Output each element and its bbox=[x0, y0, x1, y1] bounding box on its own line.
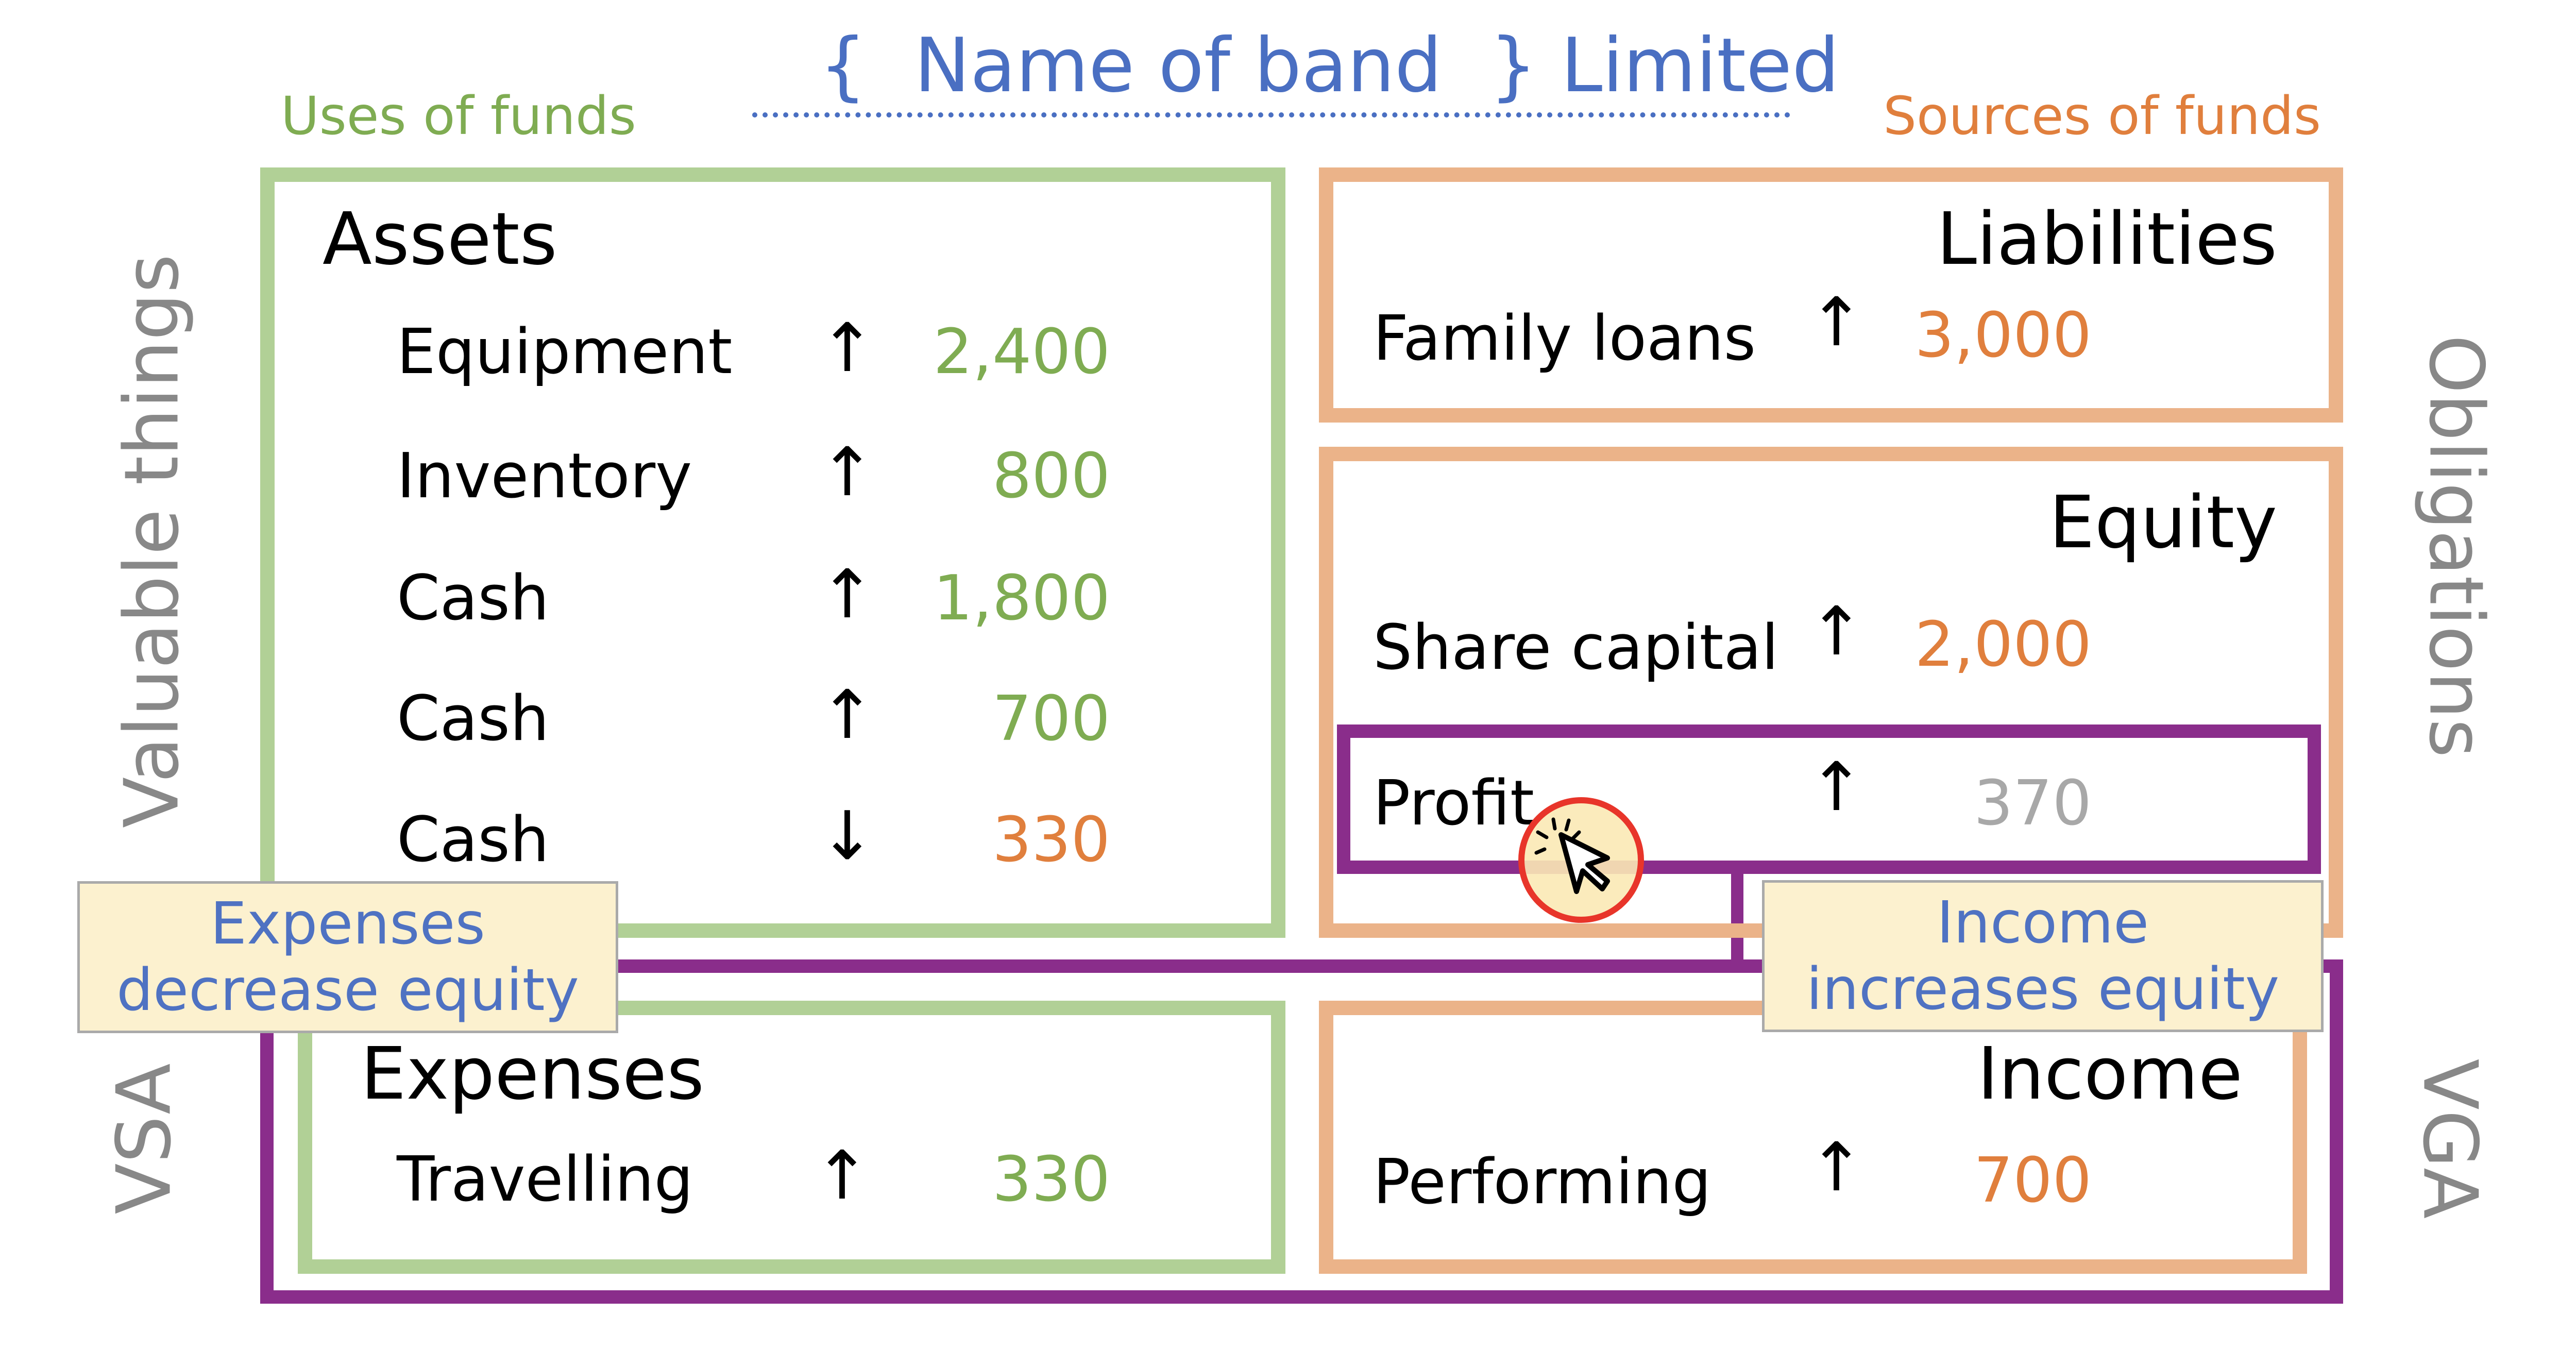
asset-value: 800 bbox=[992, 441, 1110, 512]
note-line: decrease equity bbox=[116, 956, 579, 1024]
expenses-heading: Expenses bbox=[361, 1032, 705, 1116]
up-arrow-icon: ↑ bbox=[819, 555, 875, 633]
title-band-name: Name of band bbox=[914, 22, 1443, 109]
up-arrow-icon: ↑ bbox=[814, 1136, 870, 1215]
liability-label: Family loans bbox=[1373, 303, 1756, 375]
expenses-decrease-equity-note: Expenses decrease equity bbox=[77, 881, 618, 1033]
title-open-brace: { bbox=[819, 22, 867, 109]
up-arrow-icon: ↑ bbox=[819, 309, 875, 387]
up-arrow-icon: ↑ bbox=[1808, 592, 1865, 670]
up-arrow-icon: ↑ bbox=[1808, 1128, 1865, 1206]
asset-label: Cash bbox=[397, 563, 549, 634]
note-line: Income bbox=[1936, 889, 2149, 956]
liabilities-heading: Liabilities bbox=[1936, 197, 2277, 281]
note-line: Expenses bbox=[210, 890, 485, 957]
up-arrow-icon: ↑ bbox=[819, 433, 875, 511]
cursor-arrow-icon bbox=[1534, 817, 1610, 894]
asset-value: 330 bbox=[992, 804, 1110, 876]
up-arrow-icon: ↑ bbox=[1808, 283, 1865, 361]
asset-value: 2,400 bbox=[933, 316, 1110, 388]
equity-heading: Equity bbox=[2049, 481, 2277, 565]
income-value: 700 bbox=[1973, 1145, 2092, 1217]
expense-value: 330 bbox=[992, 1144, 1110, 1216]
asset-value: 700 bbox=[992, 683, 1110, 755]
uses-of-funds-label: Uses of funds bbox=[281, 86, 636, 147]
vga-label: VGA bbox=[2406, 1058, 2494, 1219]
income-heading: Income bbox=[1977, 1032, 2243, 1116]
income-increases-equity-note: Income increases equity bbox=[1762, 880, 2324, 1032]
asset-label: Cash bbox=[397, 683, 549, 755]
profit-label: Profit bbox=[1373, 768, 1535, 839]
expense-label: Travelling bbox=[397, 1144, 693, 1216]
profit-value: 370 bbox=[1973, 768, 2092, 839]
equity-label: Share capital bbox=[1373, 612, 1779, 684]
note-line: increases equity bbox=[1806, 955, 2280, 1023]
obligations-label: Obligations bbox=[2412, 334, 2500, 758]
asset-label: Inventory bbox=[397, 441, 692, 512]
page-title: { Name of band } Limited bbox=[819, 28, 1839, 103]
title-underline bbox=[752, 112, 1790, 117]
asset-label: Equipment bbox=[397, 316, 733, 388]
liabilities-box bbox=[1319, 167, 2343, 423]
down-arrow-icon: ↓ bbox=[819, 797, 875, 875]
up-arrow-icon: ↑ bbox=[819, 676, 875, 754]
income-label: Performing bbox=[1373, 1147, 1711, 1218]
profit-box bbox=[1337, 724, 2321, 874]
equity-value: 2,000 bbox=[1914, 609, 2092, 681]
asset-label: Cash bbox=[397, 804, 549, 876]
asset-value: 1,800 bbox=[933, 563, 1110, 634]
valuable-things-label: Valuable things bbox=[108, 254, 196, 828]
profit-connector bbox=[1731, 871, 1743, 964]
title-suffix: Limited bbox=[1561, 22, 1840, 109]
sources-of-funds-label: Sources of funds bbox=[1883, 86, 2321, 147]
liability-value: 3,000 bbox=[1914, 300, 2092, 372]
title-close-brace: } bbox=[1489, 22, 1537, 109]
vsa-label: VSA bbox=[100, 1063, 188, 1215]
assets-heading: Assets bbox=[323, 197, 557, 281]
up-arrow-icon: ↑ bbox=[1808, 748, 1865, 826]
